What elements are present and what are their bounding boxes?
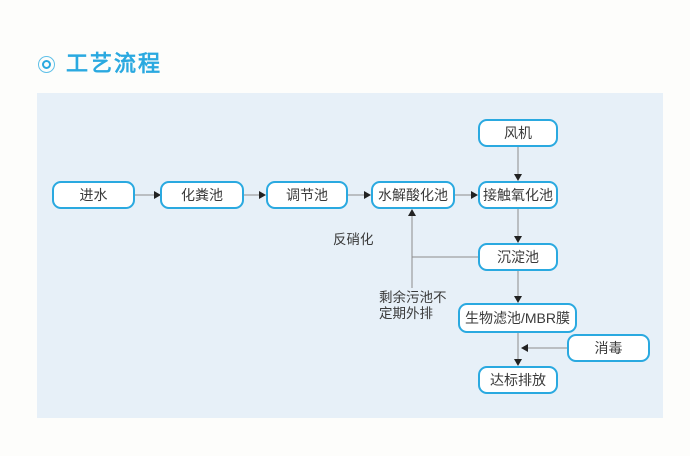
label-sludge-line1: 剩余污池不	[379, 290, 447, 305]
node-regulating-tank: 调节池	[266, 181, 348, 209]
node-contact-oxidation-tank: 接触氧化池	[478, 181, 558, 209]
section-title: 工艺流程	[66, 51, 163, 76]
label-sludge-line2: 定期外排	[379, 306, 433, 321]
section-header: 工艺流程	[38, 52, 162, 76]
node-septic-tank: 化粪池	[160, 181, 244, 209]
flowchart-panel: 进水 化粪池 调节池 水解酸化池 接触氧化池 风机 沉淀池 生物滤池/MBR膜 …	[37, 93, 663, 418]
bullseye-icon-ring	[42, 59, 51, 69]
node-blower: 风机	[478, 119, 558, 147]
node-biofilter-mbr-membrane: 生物滤池/MBR膜	[458, 303, 577, 333]
node-sedimentation-tank: 沉淀池	[478, 243, 558, 271]
label-denitrification: 反硝化	[333, 232, 374, 247]
label-sludge-discharge: 剩余污池不 定期外排	[379, 290, 447, 322]
node-hydrolysis-acid-tank: 水解酸化池	[371, 181, 455, 209]
node-disinfection: 消毒	[567, 334, 650, 362]
bullseye-icon	[38, 55, 55, 73]
flow-connectors	[135, 147, 567, 366]
node-standard-discharge: 达标排放	[478, 366, 558, 394]
node-inlet-water: 进水	[52, 181, 135, 209]
